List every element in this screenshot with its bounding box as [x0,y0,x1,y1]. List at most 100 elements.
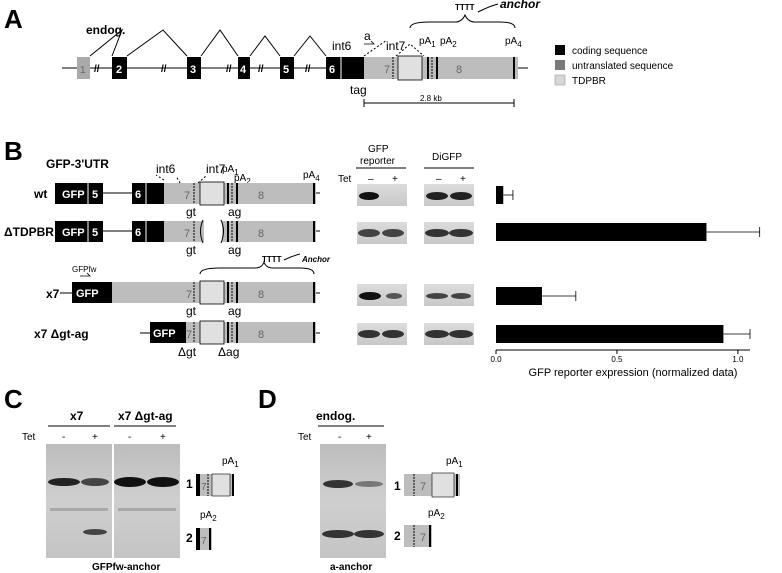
svg-text:7: 7 [420,532,426,544]
bar-1 [496,223,707,241]
gfp-reporter-header: GFP [368,144,389,155]
construct-wt: wt GFP 5 6 7 8 gt ag [33,174,320,219]
x-tick-label-0: 0.0 [490,355,502,364]
svg-text:8: 8 [258,190,264,202]
svg-text:7: 7 [420,481,426,493]
svg-text:Tet: Tet [298,432,312,443]
svg-text:gt: gt [186,243,197,257]
svg-text:gt: gt [186,205,197,219]
pa4-label: pA4 [505,36,522,49]
legend-swatch-untranslated [555,60,565,70]
svg-text:TDPBR: TDPBR [572,76,606,87]
svg-text:-: - [62,432,65,443]
panel-letter-d: D [258,384,277,414]
bar-2 [496,287,542,305]
svg-text:2: 2 [394,529,401,543]
legend-swatch-tdpbr [554,74,566,86]
anchor-label: anchor [500,0,541,11]
svg-text:8: 8 [456,64,462,76]
svg-text:Δgt: Δgt [178,345,197,359]
svg-text:7: 7 [186,329,192,341]
svg-text:GFP: GFP [76,288,99,300]
tag-label: tag [350,83,367,97]
caption-c: GFPfw-anchor [92,562,160,573]
svg-text:pA1: pA1 [222,456,239,469]
construct-x7: GFPfw TTTT Anchor x7 GFP 7 8 gt ag [46,253,331,318]
svg-text:ag: ag [228,205,241,219]
band1-diagram-d: 7 [404,472,460,498]
svg-text:ag: ag [228,304,241,318]
pa2-label: pA2 [440,36,457,49]
svg-text:int7: int7 [206,162,226,176]
x-axis-label: GFP reporter expression (normalized data… [529,367,738,379]
svg-text:GFP: GFP [62,227,85,239]
exon-5 [280,57,294,79]
band2-diagram-c: 7 [196,528,212,550]
svg-text:5: 5 [92,227,98,239]
tdpbr-box [397,55,423,81]
svg-text:+: + [366,432,372,443]
svg-text:int6: int6 [156,162,176,176]
svg-text:x7: x7 [46,287,60,301]
svg-text:wt: wt [33,187,47,201]
svg-text:+: + [460,174,466,185]
svg-text:Anchor: Anchor [301,255,331,264]
svg-text:–: – [368,174,374,185]
svg-text:8: 8 [258,289,264,301]
svg-text:gt: gt [186,304,197,318]
svg-text:6: 6 [329,64,335,76]
construct-x7-dgtag: x7 Δgt-ag GFP 7 8 Δgt Δag [34,320,320,359]
svg-text:7: 7 [184,228,190,240]
x-tick-label-1: 0.5 [611,355,623,364]
svg-text:pA2: pA2 [200,510,217,523]
svg-text://: // [94,64,100,75]
svg-text:2: 2 [116,64,122,76]
svg-text:pA4: pA4 [303,170,320,183]
band2-diagram-d: 7 [404,525,432,547]
svg-text:5: 5 [283,64,289,76]
svg-text:1: 1 [186,477,193,491]
svg-text:7: 7 [384,64,390,76]
svg-text:-: - [128,432,131,443]
svg-text:7: 7 [201,482,207,493]
svg-text:7: 7 [201,536,207,547]
panel-a-gene-diagram: 1 // // // // // 2 3 4 5 6 7 8 [62,28,528,81]
svg-text://: // [226,64,232,75]
svg-text:6: 6 [135,227,141,239]
svg-text:–: – [436,174,442,185]
svg-text:pA1: pA1 [446,456,463,469]
construct-dtdpbr: ΔTDPBR GFP 5 6 7 8 gt ag [4,219,320,257]
panel-letter-b: B [4,136,23,166]
panel-letter-a: A [4,4,23,34]
int6-label: int6 [332,39,352,53]
digfp-header: DiGFP [432,152,462,163]
svg-text:1: 1 [80,65,86,76]
svg-text:Δag: Δag [218,345,239,359]
svg-text:ΔTDPBR: ΔTDPBR [4,225,54,239]
construct-title: GFP-3'UTR [46,157,109,171]
svg-text:TTTT: TTTT [455,3,475,12]
exon-4 [238,57,250,79]
exon-6 [326,57,364,79]
svg-text:3: 3 [190,64,196,76]
svg-text:+: + [392,174,398,185]
svg-text:+: + [92,432,98,443]
svg-text:x7 Δgt-ag: x7 Δgt-ag [34,327,89,341]
a-primer-label: a [364,29,371,43]
exon-2 [112,57,127,79]
svg-text:2.8 kb: 2.8 kb [420,94,442,103]
svg-text:x7 Δgt-ag: x7 Δgt-ag [118,409,173,423]
svg-text:pA2: pA2 [428,508,445,521]
svg-text:pA1: pA1 [222,164,239,177]
exon-1 [77,57,90,79]
svg-text:TTTT: TTTT [262,255,282,264]
gel-d [320,444,386,558]
svg-text:x7: x7 [70,409,84,423]
svg-text:4: 4 [240,64,247,76]
svg-text:untranslated sequence: untranslated sequence [572,61,674,72]
svg-text:GFP: GFP [62,189,85,201]
svg-text:7: 7 [184,190,190,202]
svg-text://: // [161,64,167,75]
